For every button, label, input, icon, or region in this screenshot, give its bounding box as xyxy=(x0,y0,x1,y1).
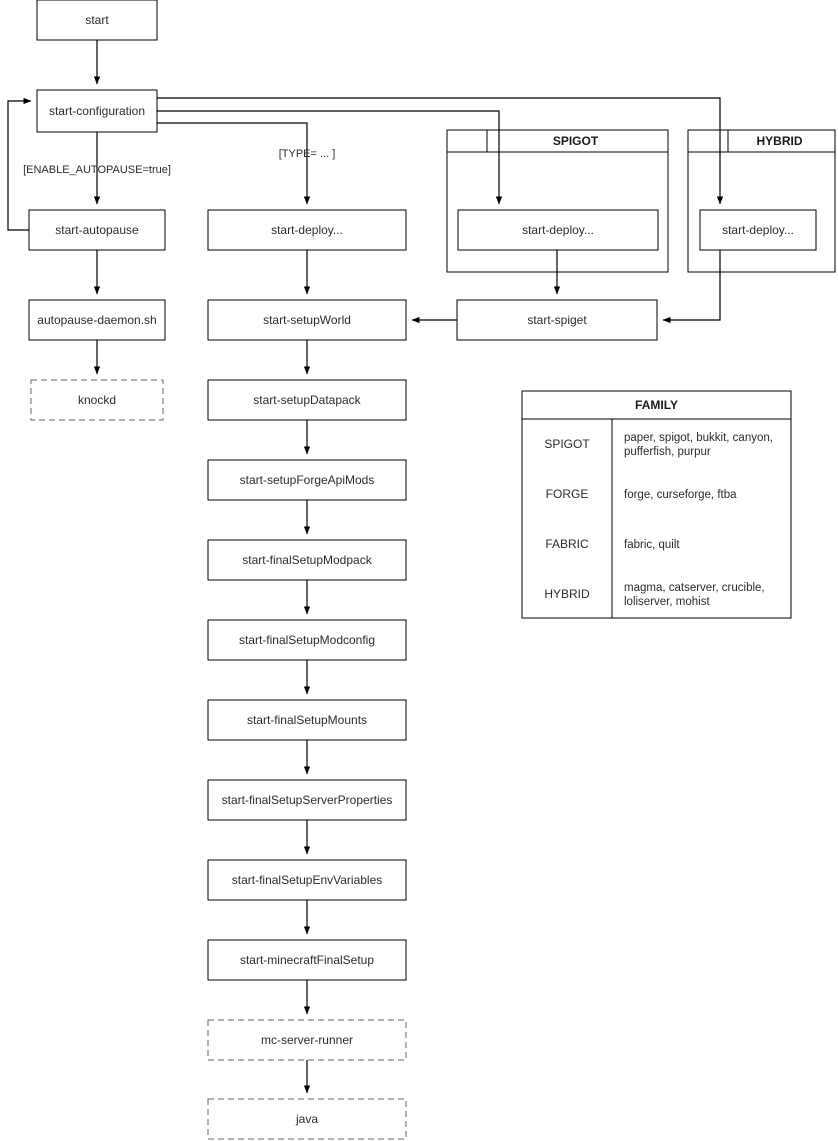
node-label: java xyxy=(295,1112,318,1126)
node-label: start-deploy... xyxy=(722,223,794,237)
family-row-value-line: forge, curseforge, ftba xyxy=(624,489,737,501)
family-table-outline xyxy=(521,390,792,619)
node-box[interactable] xyxy=(30,379,164,421)
group-boxes-layer: SPIGOT HYBRID xyxy=(446,129,836,273)
family-row-value-line: fabric, quilt xyxy=(624,539,680,551)
node-label: autopause-daemon.sh xyxy=(37,313,156,327)
node-label: start-minecraftFinalSetup xyxy=(240,953,374,967)
node-label: start-setupWorld xyxy=(263,313,351,327)
family-row-value-line: loliserver, mohist xyxy=(624,596,710,608)
node-box[interactable] xyxy=(207,539,407,581)
node-label: start-finalSetupMounts xyxy=(247,713,367,727)
node-start-finalSetupMounts[interactable]: start-finalSetupMounts xyxy=(207,699,407,741)
node-box[interactable] xyxy=(207,209,407,251)
family-row-key: FORGE xyxy=(546,487,589,501)
node-knockd[interactable]: knockd xyxy=(30,379,164,421)
node-label: start-autopause xyxy=(55,223,139,237)
node-java[interactable]: java xyxy=(207,1098,407,1140)
node-box[interactable] xyxy=(207,379,407,421)
node-box[interactable] xyxy=(207,299,407,341)
node-box[interactable] xyxy=(207,939,407,981)
node-start-spiget[interactable]: start-spiget xyxy=(456,299,658,341)
node-start-finalSetupEnvVariables[interactable]: start-finalSetupEnvVariables xyxy=(207,859,407,901)
node-label: start-finalSetupServerProperties xyxy=(222,793,393,807)
node-box[interactable] xyxy=(36,89,158,133)
label-enable-autopause: [ENABLE_AUTOPAUSE=true] xyxy=(23,164,171,176)
group-title: HYBRID xyxy=(756,134,802,148)
family-row-value-line: pufferfish, purpur xyxy=(624,446,711,458)
node-box[interactable] xyxy=(28,209,166,251)
node-start-finalSetupServerProps[interactable]: start-finalSetupServerProperties xyxy=(207,779,407,821)
node-box[interactable] xyxy=(207,1019,407,1061)
node-label: start-finalSetupEnvVariables xyxy=(232,873,383,887)
node-label: start-finalSetupModconfig xyxy=(239,633,375,647)
node-label: start-setupDatapack xyxy=(253,393,361,407)
node-box[interactable] xyxy=(457,209,659,251)
edge-labels-layer: [ENABLE_AUTOPAUSE=true] [TYPE= ... ] xyxy=(23,148,335,176)
node-start-minecraftFinalSetup[interactable]: start-minecraftFinalSetup xyxy=(207,939,407,981)
nodes-layer: start start-configuration start-autopause a… xyxy=(28,0,817,1140)
node-label: start-deploy... xyxy=(271,223,343,237)
node-box[interactable] xyxy=(207,1098,407,1140)
node-label: start-configuration xyxy=(49,104,145,118)
node-box[interactable] xyxy=(28,299,166,341)
node-label: start-deploy... xyxy=(522,223,594,237)
edges-layer xyxy=(7,40,724,1094)
node-label: start-spiget xyxy=(527,313,587,327)
family-row-key: FABRIC xyxy=(545,537,589,551)
family-table-layer: FAMILY SPIGOT paper, spigot, bukkit, canyo… xyxy=(521,390,792,619)
node-autopause-daemon[interactable]: autopause-daemon.sh xyxy=(28,299,166,341)
edge-configuration-to-deploy-center xyxy=(157,122,311,205)
node-start-deploy-center[interactable]: start-deploy... xyxy=(207,209,407,251)
family-row-value-line: paper, spigot, bukkit, canyon, xyxy=(624,432,773,444)
node-box[interactable] xyxy=(207,859,407,901)
node-box[interactable] xyxy=(699,209,817,251)
group-title: SPIGOT xyxy=(553,134,599,148)
family-row-key: SPIGOT xyxy=(544,437,590,451)
node-start-setupDatapack[interactable]: start-setupDatapack xyxy=(207,379,407,421)
group-box-hybrid: HYBRID xyxy=(687,129,836,273)
node-label: knockd xyxy=(78,393,116,407)
family-table-title: FAMILY xyxy=(635,398,678,412)
node-start-deploy-spigot[interactable]: start-deploy... xyxy=(457,209,659,251)
node-start-configuration[interactable]: start-configuration xyxy=(36,89,158,133)
node-label: start-finalSetupModpack xyxy=(242,553,372,567)
family-table: FAMILY SPIGOT paper, spigot, bukkit, canyo… xyxy=(521,390,792,619)
node-start[interactable]: start xyxy=(36,0,158,41)
node-box[interactable] xyxy=(207,699,407,741)
edge-autopause-to-configuration xyxy=(7,97,32,231)
edge-configuration-to-deploy-hybrid xyxy=(157,97,724,205)
node-start-deploy-hybrid[interactable]: start-deploy... xyxy=(699,209,817,251)
node-start-setupWorld[interactable]: start-setupWorld xyxy=(207,299,407,341)
group-outline xyxy=(687,129,836,273)
label-type: [TYPE= ... ] xyxy=(279,148,336,160)
node-label: start-setupForgeApiMods xyxy=(240,473,375,487)
node-label: start xyxy=(85,13,109,27)
edge-deploy-hybrid-to-spiget xyxy=(662,250,721,324)
node-label: mc-server-runner xyxy=(261,1033,353,1047)
node-box[interactable] xyxy=(456,299,658,341)
node-mc-server-runner[interactable]: mc-server-runner xyxy=(207,1019,407,1061)
node-start-finalSetupModpack[interactable]: start-finalSetupModpack xyxy=(207,539,407,581)
node-box[interactable] xyxy=(36,0,158,41)
family-row-key: HYBRID xyxy=(544,587,590,601)
node-box[interactable] xyxy=(207,779,407,821)
node-box[interactable] xyxy=(207,459,407,501)
node-start-setupForgeApiMods[interactable]: start-setupForgeApiMods xyxy=(207,459,407,501)
edge-configuration-to-deploy-spigot xyxy=(157,110,503,205)
node-start-autopause[interactable]: start-autopause xyxy=(28,209,166,251)
family-row-value-line: magma, catserver, crucible, xyxy=(624,582,765,594)
node-start-finalSetupModconfig[interactable]: start-finalSetupModconfig xyxy=(207,619,407,661)
node-box[interactable] xyxy=(207,619,407,661)
